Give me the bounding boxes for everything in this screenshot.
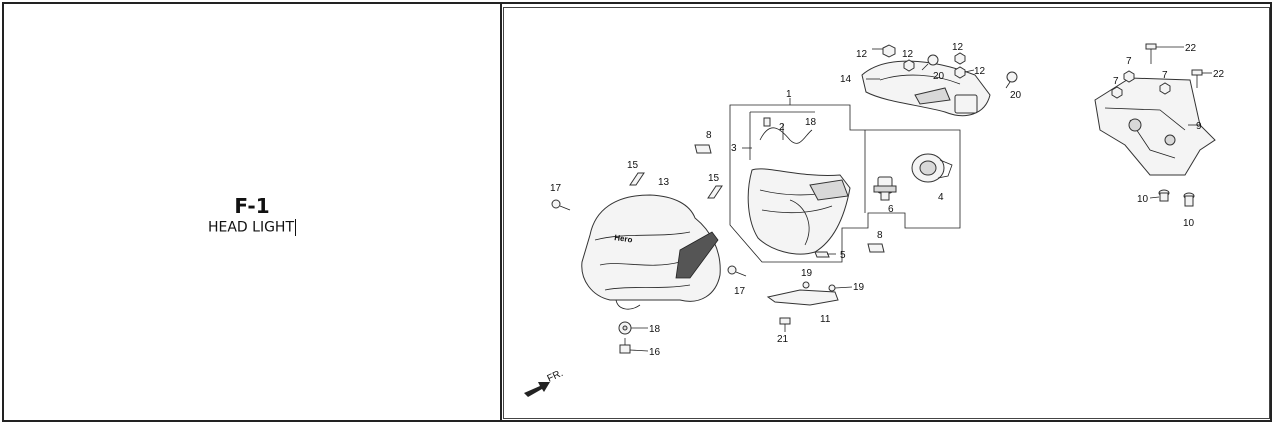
callout-9: 9 bbox=[1196, 121, 1202, 132]
callout-7a: 7 bbox=[1126, 56, 1132, 67]
harness-clip bbox=[763, 117, 771, 127]
callout-10a: 10 bbox=[1137, 194, 1149, 205]
callouts: 1 2 3 4 5 6 7 7 7 8 8 9 10 10 11 12 12 1… bbox=[550, 42, 1225, 358]
cell-divider bbox=[500, 4, 502, 420]
callout-8b: 8 bbox=[877, 230, 883, 241]
lower-bracket bbox=[766, 289, 839, 306]
callout-22a: 22 bbox=[1185, 43, 1197, 54]
front-direction-label: FR. bbox=[546, 368, 565, 385]
callout-12b: 12 bbox=[902, 49, 914, 60]
front-direction-arrow bbox=[524, 382, 550, 397]
callout-14: 14 bbox=[840, 74, 852, 85]
leader-lines bbox=[629, 46, 1212, 352]
callout-20a: 20 bbox=[933, 71, 945, 82]
headlight-lens bbox=[747, 168, 851, 255]
callout-12d: 12 bbox=[974, 66, 986, 77]
assembly-outline-1 bbox=[729, 104, 961, 263]
callout-10b: 10 bbox=[1183, 218, 1195, 229]
callout-18a: 18 bbox=[805, 117, 817, 128]
callout-11: 11 bbox=[820, 314, 831, 325]
callout-7b: 7 bbox=[1113, 76, 1119, 87]
small-fasteners bbox=[551, 43, 1203, 354]
callout-5: 5 bbox=[840, 250, 846, 261]
bulb-socket bbox=[911, 153, 953, 183]
part-group-cell: F-1 HEAD LIGHT bbox=[4, 4, 500, 420]
callout-1: 1 bbox=[786, 89, 792, 100]
callout-12a: 12 bbox=[856, 49, 868, 60]
callout-3: 3 bbox=[731, 143, 737, 154]
callout-22b: 22 bbox=[1213, 69, 1225, 80]
callout-15b: 15 bbox=[708, 173, 720, 184]
callout-17a: 17 bbox=[550, 183, 562, 194]
headlight-bulb bbox=[873, 176, 897, 201]
wire-harness bbox=[749, 111, 815, 160]
exploded-diagram-frame bbox=[503, 7, 1270, 419]
mounting-bracket bbox=[1094, 77, 1216, 176]
callout-2: 2 bbox=[779, 122, 785, 133]
callout-12c: 12 bbox=[952, 42, 964, 53]
group-title-text: HEAD LIGHT bbox=[207, 219, 295, 236]
callout-8a: 8 bbox=[706, 130, 712, 141]
callout-7c: 7 bbox=[1162, 70, 1168, 81]
callout-13: 13 bbox=[658, 177, 670, 188]
callout-18b: 18 bbox=[649, 324, 661, 335]
group-code: F-1 bbox=[234, 194, 270, 218]
callout-21: 21 bbox=[777, 334, 789, 345]
callout-19a: 19 bbox=[801, 268, 813, 279]
text-cursor bbox=[295, 219, 297, 236]
brand-logo-text: Hero bbox=[614, 233, 633, 244]
callout-17b: 17 bbox=[734, 286, 746, 297]
callout-6: 6 bbox=[888, 204, 894, 215]
callout-19b: 19 bbox=[853, 282, 865, 293]
callout-4: 4 bbox=[938, 192, 944, 203]
callout-20b: 20 bbox=[1010, 90, 1022, 101]
front-headlight-cover bbox=[581, 194, 721, 310]
headlight-visor bbox=[861, 60, 991, 117]
callout-15a: 15 bbox=[627, 160, 639, 171]
callout-16: 16 bbox=[649, 347, 661, 358]
group-title: HEAD LIGHT bbox=[4, 219, 500, 236]
